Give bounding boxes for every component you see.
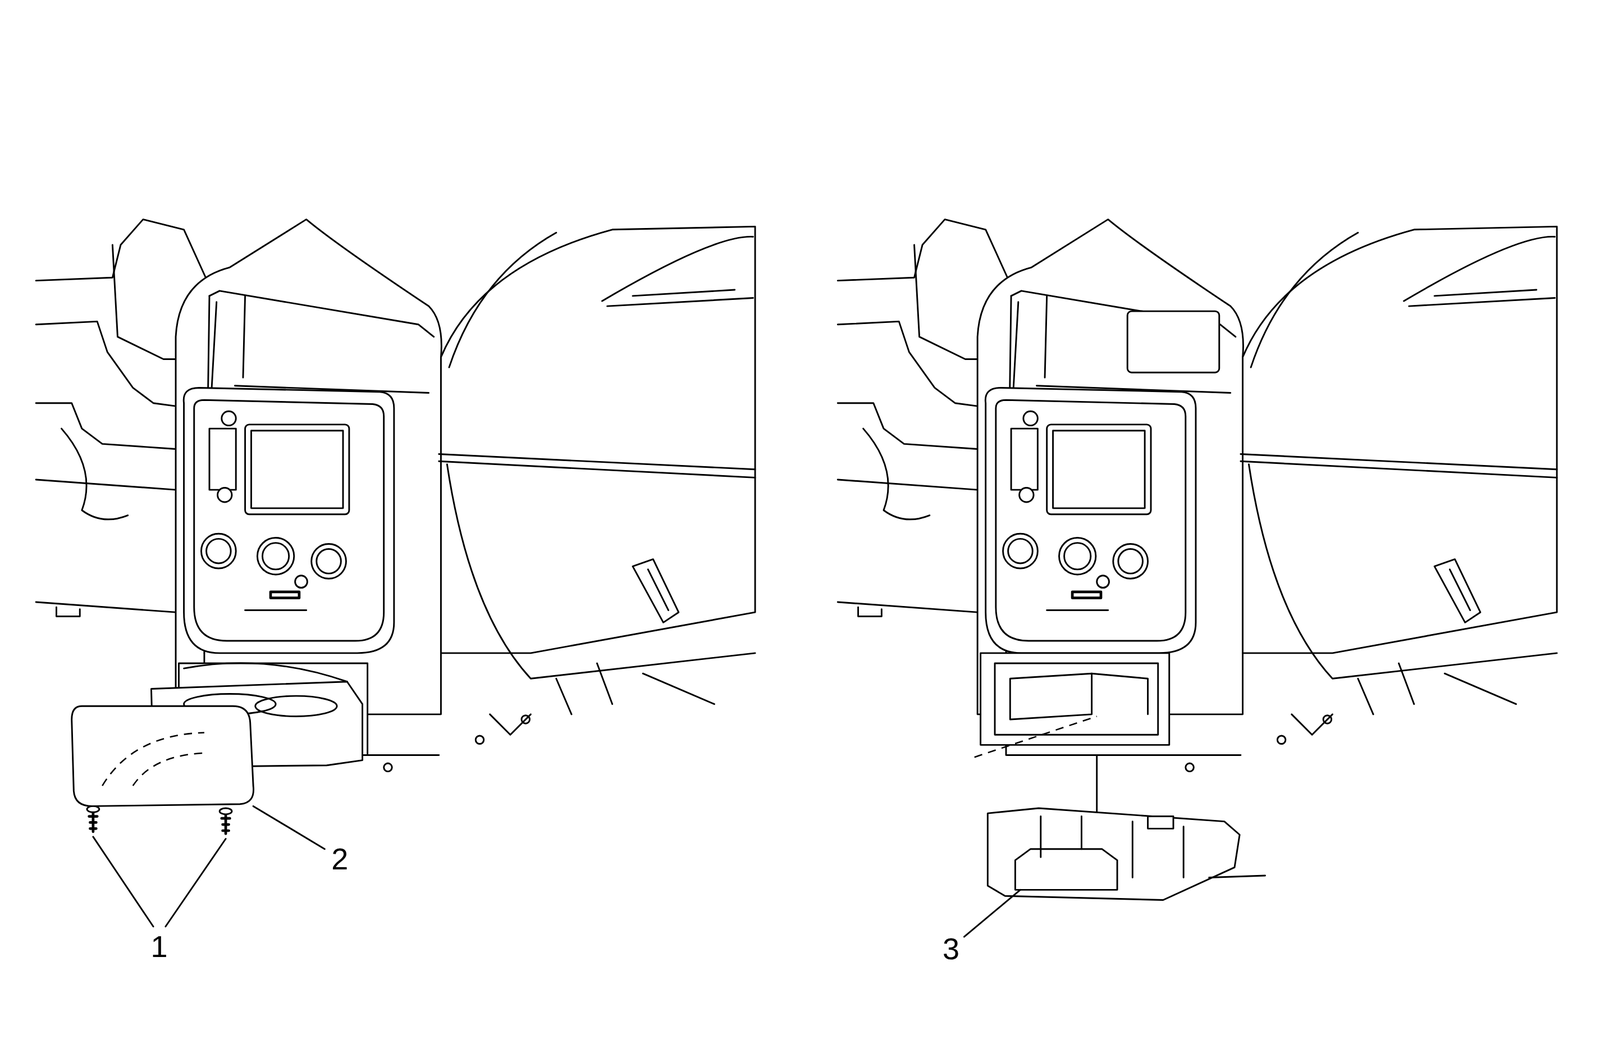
callout-number: 3 (942, 933, 960, 964)
dashboard-right (837, 219, 1557, 772)
radio-opening (1127, 311, 1220, 373)
leader-line (93, 836, 226, 927)
callout-number: 1 (151, 930, 168, 962)
screw (89, 810, 98, 831)
bracket (987, 807, 1240, 900)
cupholder-bezel (71, 705, 254, 806)
dashboard-left (35, 219, 756, 772)
callout-number: 2 (331, 843, 349, 874)
leader-line (964, 889, 1021, 937)
screw (221, 812, 231, 834)
leader-line (253, 805, 325, 849)
console-opening (980, 652, 1170, 745)
